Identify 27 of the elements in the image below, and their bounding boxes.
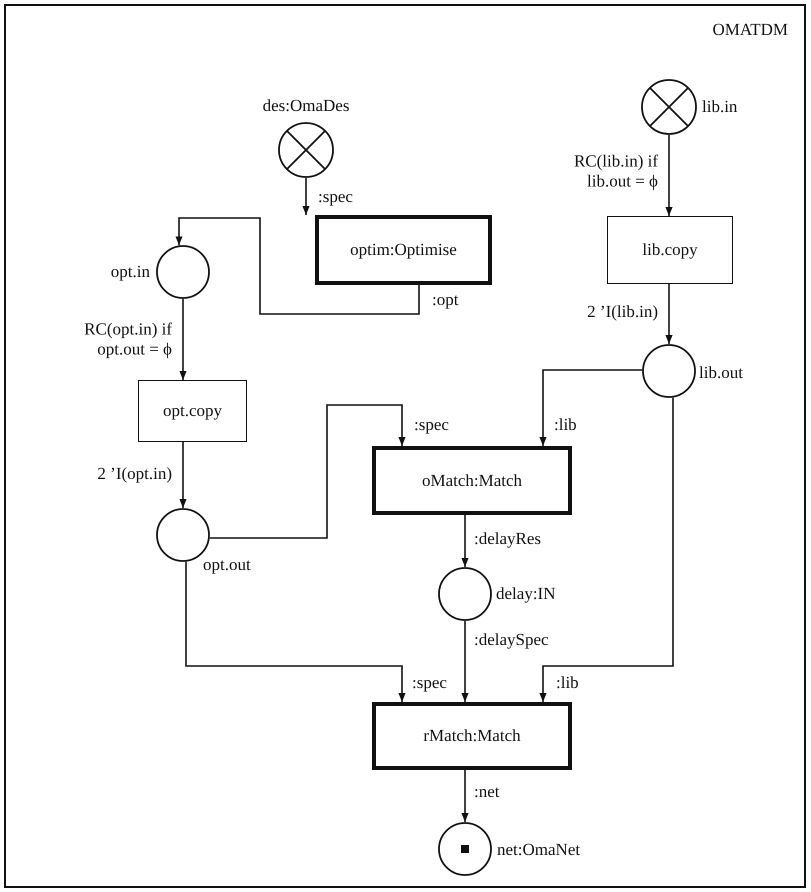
arrow [302, 178, 310, 215]
transition-box: oMatch:Match [372, 446, 572, 515]
transition-box: opt.copy [138, 380, 247, 442]
arrow [461, 515, 469, 567]
transition-box: optim:Optimise [315, 215, 492, 285]
arrow [665, 135, 673, 216]
frame-title: OMATDM [712, 20, 788, 40]
transition-box: lib.copy [607, 216, 733, 284]
frame-border [4, 4, 806, 888]
arrow [461, 770, 469, 822]
arrow [210, 404, 406, 539]
place-label: opt.in [110, 262, 150, 282]
transition-box: rMatch:Match [372, 702, 572, 770]
place-label: delay:IN [496, 584, 556, 604]
place-label: opt.out [203, 555, 251, 575]
place-label: net:OmaNet [497, 840, 580, 860]
place-label: lib.in [702, 97, 738, 117]
arrow [175, 217, 420, 315]
arrow [179, 442, 187, 508]
arrow [539, 369, 642, 446]
arrow [179, 299, 187, 380]
arrow [461, 621, 469, 702]
arrow [665, 284, 673, 344]
place-label: des:OmaDes [262, 96, 350, 116]
arrow [539, 398, 674, 702]
arrow [185, 562, 406, 702]
place-label: lib.out [699, 363, 743, 383]
